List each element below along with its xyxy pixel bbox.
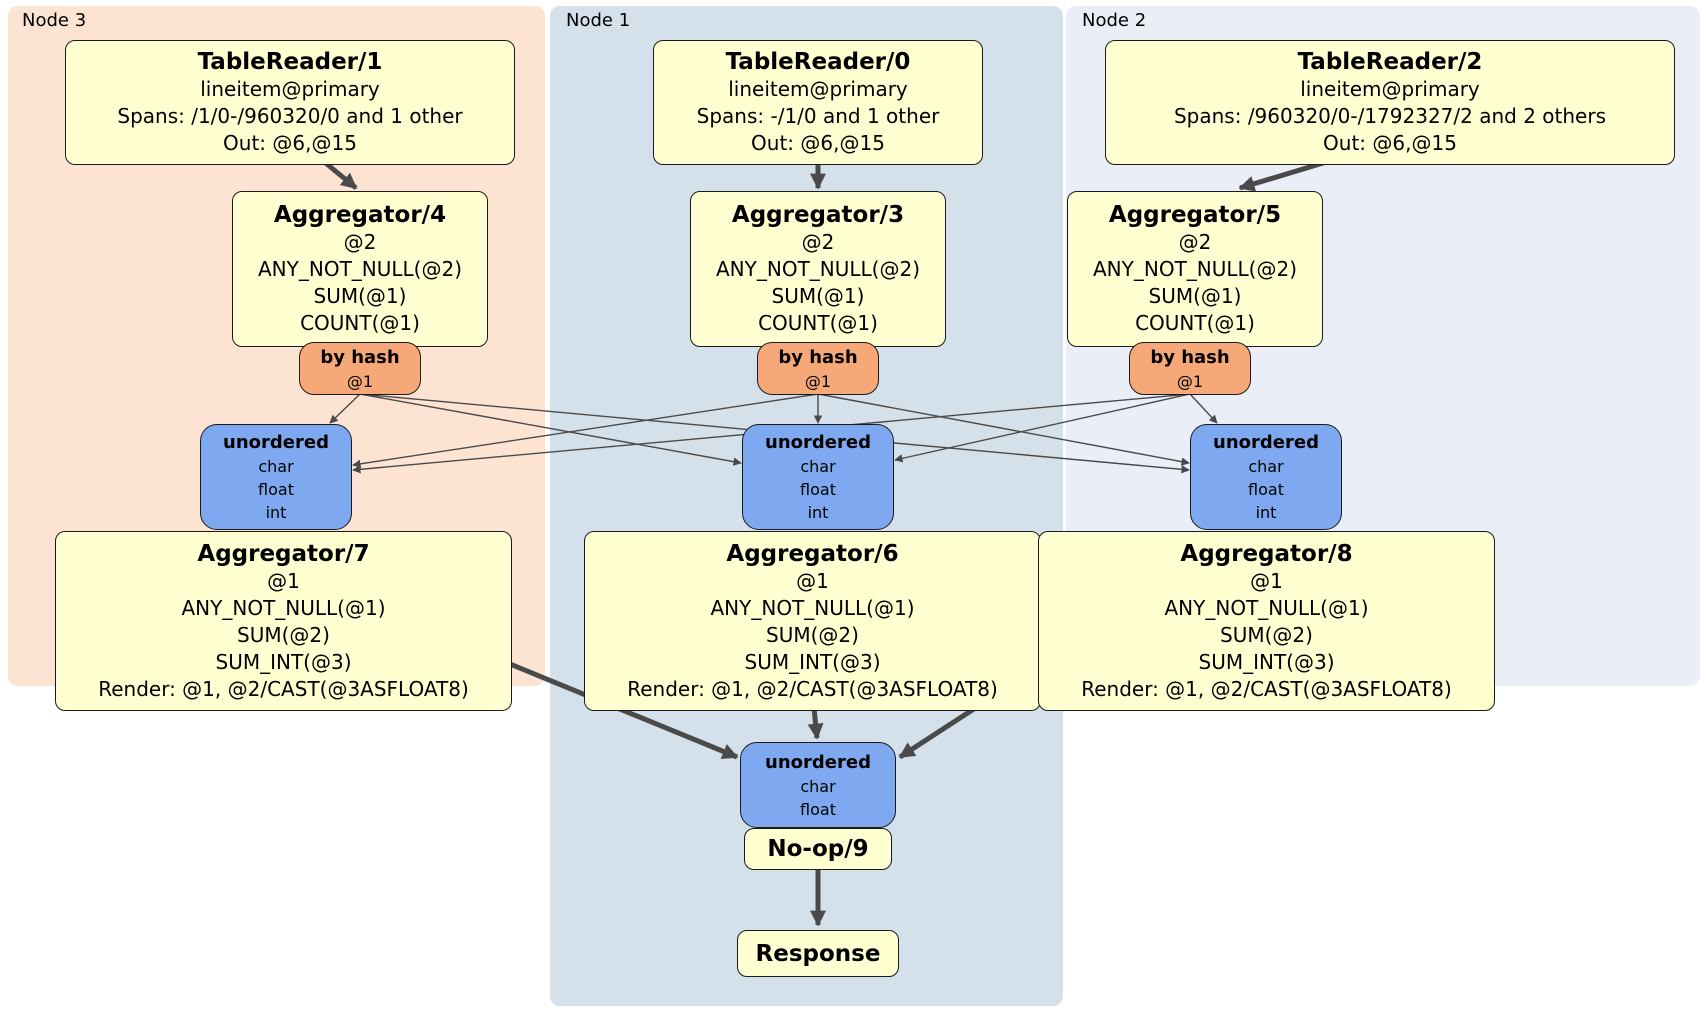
- processor-detail: @1: [267, 568, 300, 593]
- processor-detail: Spans: /960320/0-/1792327/2 and 2 others: [1173, 104, 1606, 128]
- processor-title: Aggregator/7: [197, 540, 370, 567]
- hash-router-node2: by hash @1: [1129, 342, 1251, 395]
- edge-agg6-to-final-sync: [807, 707, 824, 740]
- processor-detail: COUNT(@1): [300, 311, 420, 335]
- sync-column: float: [800, 480, 836, 499]
- processor-detail: @2: [1178, 230, 1212, 254]
- processor-detail: SUM(@2): [1220, 622, 1313, 647]
- unordered-sync-node1: unordered char float int: [742, 424, 894, 530]
- processor-title: TableReader/1: [197, 49, 383, 75]
- edge-hash-n3-to-sync-n3: [329, 393, 361, 424]
- edge-hash-n2-to-sync-n2: [1189, 393, 1218, 424]
- processor-title: Aggregator/4: [273, 202, 447, 228]
- sync-column: float: [800, 799, 836, 819]
- edge-hash-n1-to-sync-n2: [817, 393, 1190, 466]
- processor-title: Aggregator/3: [731, 202, 905, 228]
- processor-detail: SUM(@1): [771, 284, 865, 308]
- router-detail: @1: [804, 371, 832, 391]
- processor-detail: SUM_INT(@3): [215, 649, 352, 674]
- processor-detail: @2: [343, 230, 377, 254]
- aggregator-4: Aggregator/4 @2 ANY_NOT_NULL(@2) SUM(@1)…: [232, 191, 488, 347]
- processor-detail: SUM_INT(@3): [744, 649, 881, 674]
- processor-detail: Out: @6,@15: [223, 131, 357, 155]
- processor-detail: lineitem@primary: [1300, 77, 1480, 101]
- router-detail: @1: [346, 371, 374, 391]
- processor-detail: lineitem@primary: [728, 77, 908, 101]
- processor-detail: SUM(@2): [766, 622, 859, 647]
- response: Response: [737, 930, 899, 977]
- processor-detail: ANY_NOT_NULL(@1): [181, 595, 386, 620]
- sync-column: char: [800, 457, 836, 476]
- processor-detail: ANY_NOT_NULL(@2): [258, 257, 462, 281]
- processor-detail: Spans: -/1/0 and 1 other: [696, 104, 940, 128]
- processor-detail: @2: [801, 230, 835, 254]
- hash-router-node1: by hash @1: [757, 342, 879, 395]
- sync-column: float: [1248, 480, 1284, 499]
- processor-detail: SUM(@2): [237, 622, 330, 647]
- processor-title: Response: [755, 940, 881, 967]
- sync-column: char: [800, 776, 836, 796]
- aggregator-8: Aggregator/8 @1 ANY_NOT_NULL(@1) SUM(@2)…: [1038, 531, 1495, 711]
- processor-detail: COUNT(@1): [1135, 311, 1255, 335]
- node2-label: Node 2: [1082, 10, 1147, 31]
- sync-title: unordered: [765, 751, 871, 773]
- unordered-sync-node3: unordered char float int: [200, 424, 352, 530]
- unordered-sync-final: unordered char float: [740, 742, 896, 828]
- edge-hash-n2-to-sync-n1: [894, 393, 1191, 463]
- sync-title: unordered: [223, 432, 329, 453]
- sync-column: int: [265, 503, 287, 522]
- aggregator-7: Aggregator/7 @1 ANY_NOT_NULL(@1) SUM(@2)…: [55, 531, 512, 711]
- processor-detail: SUM_INT(@3): [1198, 649, 1335, 674]
- processor-title: TableReader/0: [725, 49, 911, 75]
- tablereader-2: TableReader/2 lineitem@primary Spans: /9…: [1105, 40, 1675, 165]
- processor-detail: ANY_NOT_NULL(@2): [1093, 257, 1297, 281]
- processor-detail: Render: @1, @2/CAST(@3ASFLOAT8): [98, 676, 469, 701]
- tablereader-1: TableReader/1 lineitem@primary Spans: /1…: [65, 40, 515, 165]
- processor-detail: Spans: /1/0-/960320/0 and 1 other: [117, 104, 463, 128]
- processor-detail: ANY_NOT_NULL(@1): [710, 595, 915, 620]
- processor-title: Aggregator/6: [726, 540, 899, 567]
- aggregator-5: Aggregator/5 @2 ANY_NOT_NULL(@2) SUM(@1)…: [1067, 191, 1323, 347]
- edge-hash-n1-to-sync-n3: [352, 393, 819, 469]
- unordered-sync-node2: unordered char float int: [1190, 424, 1342, 530]
- processor-detail: Out: @6,@15: [751, 131, 885, 155]
- sync-column: int: [1255, 503, 1277, 522]
- router-title: by hash: [320, 346, 400, 368]
- sync-column: int: [807, 503, 829, 522]
- processor-detail: lineitem@primary: [200, 77, 380, 101]
- noop-9: No-op/9: [744, 828, 892, 870]
- processor-title: No-op/9: [767, 836, 869, 862]
- processor-detail: SUM(@1): [1148, 284, 1242, 308]
- sync-column: float: [258, 480, 294, 499]
- node1-label: Node 1: [566, 10, 631, 31]
- processor-title: Aggregator/8: [1180, 540, 1353, 567]
- processor-title: Aggregator/5: [1108, 202, 1282, 228]
- processor-detail: Render: @1, @2/CAST(@3ASFLOAT8): [1081, 676, 1452, 701]
- node3-label: Node 3: [22, 10, 87, 31]
- processor-detail: @1: [1250, 568, 1283, 593]
- hash-router-node3: by hash @1: [299, 342, 421, 395]
- router-title: by hash: [1150, 346, 1230, 368]
- sync-column: char: [258, 457, 294, 476]
- sync-column: char: [1248, 457, 1284, 476]
- router-detail: @1: [1176, 371, 1204, 391]
- router-title: by hash: [778, 346, 858, 368]
- processor-detail: Render: @1, @2/CAST(@3ASFLOAT8): [627, 676, 998, 701]
- processor-detail: @1: [796, 568, 829, 593]
- sync-title: unordered: [765, 432, 871, 453]
- processor-detail: ANY_NOT_NULL(@1): [1164, 595, 1369, 620]
- processor-title: TableReader/2: [1297, 49, 1483, 75]
- processor-detail: ANY_NOT_NULL(@2): [716, 257, 920, 281]
- sync-title: unordered: [1213, 432, 1319, 453]
- processor-detail: COUNT(@1): [758, 311, 878, 335]
- processor-detail: Out: @6,@15: [1323, 131, 1457, 155]
- processor-detail: SUM(@1): [313, 284, 407, 308]
- aggregator-3: Aggregator/3 @2 ANY_NOT_NULL(@2) SUM(@1)…: [690, 191, 946, 347]
- edge-hash-n3-to-sync-n1: [359, 393, 742, 466]
- tablereader-0: TableReader/0 lineitem@primary Spans: -/…: [653, 40, 983, 165]
- aggregator-6: Aggregator/6 @1 ANY_NOT_NULL(@1) SUM(@2)…: [584, 531, 1041, 711]
